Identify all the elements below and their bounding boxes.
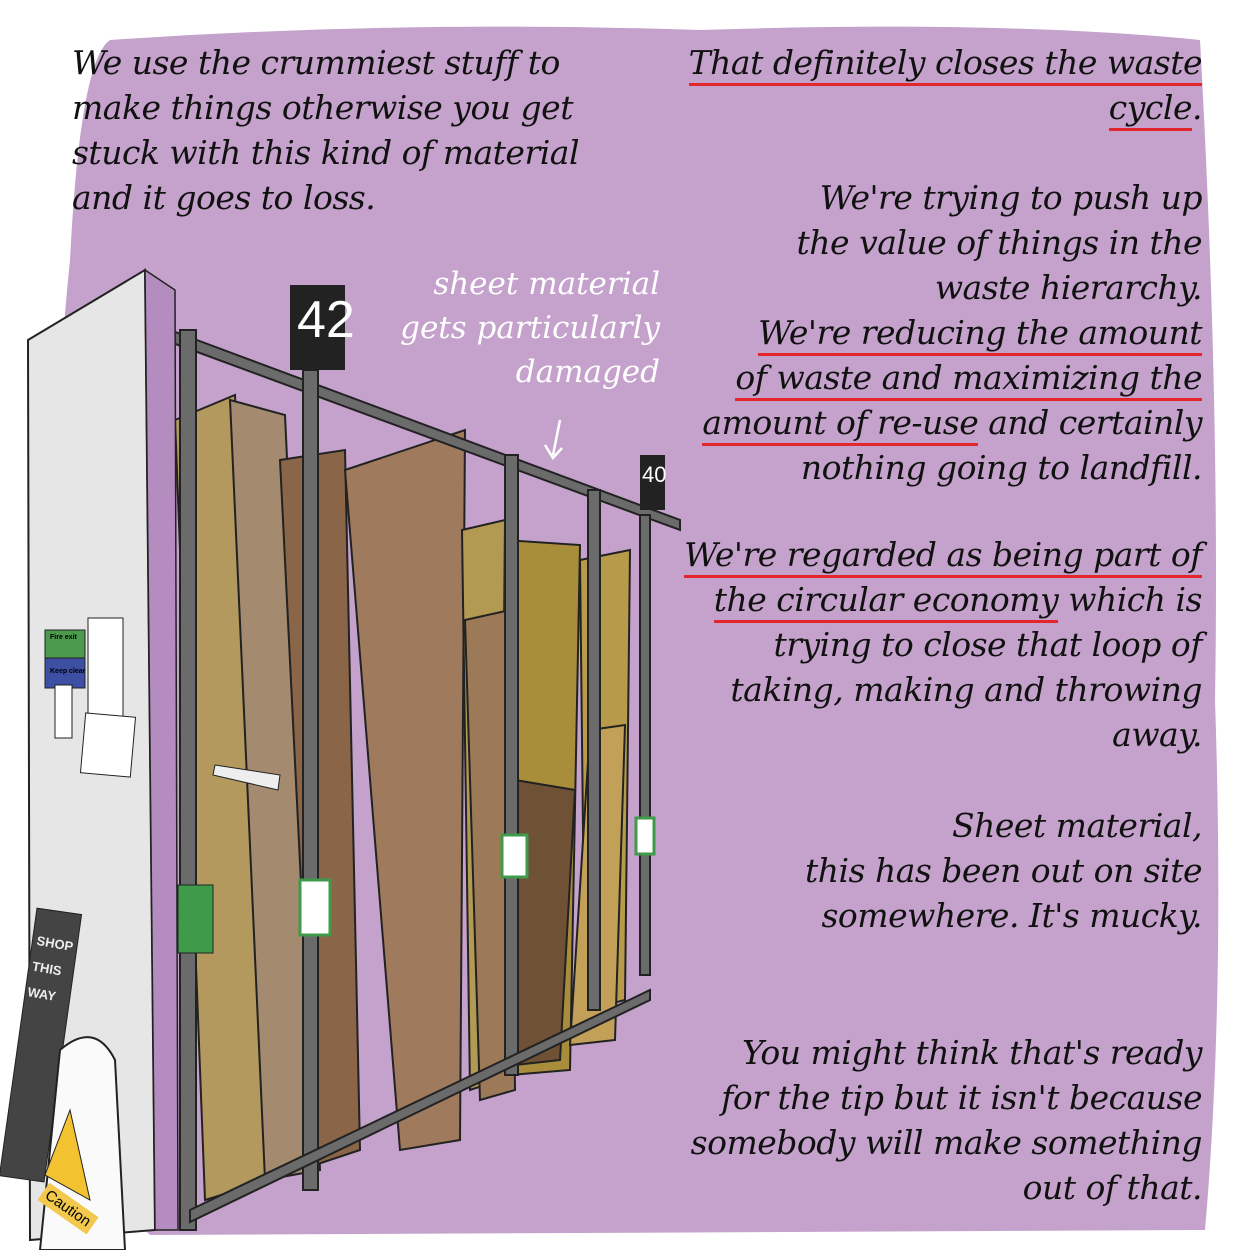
phrase: make things otherwise you get bbox=[72, 88, 573, 127]
underlined-phrase: amount of re-use bbox=[702, 403, 979, 446]
warning-triangle-icon bbox=[44, 1108, 91, 1201]
callout-annotation: sheet material gets particularly damaged bbox=[380, 262, 660, 394]
phrase: trying to close that loop of bbox=[773, 625, 1202, 664]
phrase: away. bbox=[1112, 715, 1202, 754]
text-line: stuck with this kind of material bbox=[72, 130, 580, 175]
text-line: We're trying to push up bbox=[702, 175, 1203, 220]
text-line: out of that. bbox=[691, 1165, 1203, 1210]
phrase: We use the crummiest stuff to bbox=[72, 43, 560, 82]
text-line: Sheet material, bbox=[805, 803, 1202, 848]
text-line: amount of re-use and certainly bbox=[702, 400, 1202, 446]
phrase: nothing going to landfill. bbox=[800, 448, 1203, 487]
phrase: Sheet material, bbox=[952, 806, 1202, 845]
left-quote: We use the crummiest stuff to make things… bbox=[72, 40, 580, 220]
right-quote-5: You might think that's ready for the tip … bbox=[690, 1030, 1203, 1210]
arrow-icon bbox=[543, 419, 563, 461]
rack-number-40: 40 bbox=[642, 462, 667, 487]
metal-rack bbox=[169, 328, 681, 1231]
underlined-phrase: We're reducing the amount bbox=[758, 313, 1202, 356]
phrase: the value of things in the bbox=[796, 223, 1203, 262]
text-line: nothing going to landfill. bbox=[702, 445, 1203, 490]
text-line: and it goes to loss. bbox=[72, 175, 579, 220]
callout-line: damaged bbox=[515, 354, 660, 390]
underlined-phrase: of waste and maximizing the bbox=[735, 358, 1202, 401]
text-line: You might think that's ready bbox=[691, 1030, 1203, 1075]
notice-paper bbox=[87, 617, 124, 719]
phrase: You might think that's ready bbox=[741, 1033, 1203, 1072]
text-line: That definitely closes the waste bbox=[688, 40, 1203, 86]
text-line: taking, making and throwing bbox=[684, 667, 1202, 712]
phrase: for the tip but it isn't because bbox=[721, 1078, 1202, 1117]
underlined-phrase: We're regarded as being part of bbox=[684, 535, 1202, 578]
fire-exit-text: Fire exit bbox=[50, 634, 77, 641]
keep-clear-sign bbox=[44, 657, 86, 689]
text-line: We use the crummiest stuff to bbox=[72, 40, 579, 85]
keep-clear-text: Keep clear bbox=[50, 668, 86, 675]
phrase: and certainly bbox=[978, 403, 1202, 442]
tag-label bbox=[634, 816, 656, 856]
right-quote-2: We're trying to push up the value of thin… bbox=[702, 175, 1203, 490]
callout-line: gets particularly bbox=[400, 310, 660, 346]
text-line: We're reducing the amount bbox=[702, 310, 1202, 356]
underlined-phrase: cycle bbox=[1108, 88, 1193, 131]
callout-line: sheet material bbox=[433, 266, 660, 302]
phrase: taking, making and throwing bbox=[730, 670, 1202, 709]
phrase: this has been out on site bbox=[804, 851, 1203, 890]
underlined-phrase: That definitely closes the waste bbox=[688, 43, 1203, 86]
right-quote-4: Sheet material, this has been out on site… bbox=[804, 803, 1203, 938]
phrase: somewhere. It's mucky. bbox=[821, 896, 1202, 935]
phrase: stuck with this kind of material bbox=[72, 133, 580, 172]
text-line: We're regarded as being part of bbox=[684, 532, 1202, 578]
underlined-phrase: the circular economy bbox=[713, 580, 1059, 623]
text-line: this has been out on site bbox=[804, 848, 1203, 893]
tag-label bbox=[298, 878, 332, 937]
rack-number-signs bbox=[290, 285, 665, 510]
phrase: waste hierarchy. bbox=[934, 268, 1203, 307]
tape-strip bbox=[212, 764, 281, 791]
tag-green bbox=[177, 884, 214, 954]
phrase: . bbox=[1192, 88, 1203, 127]
rack-number-42: 42 bbox=[297, 291, 355, 349]
tag-label bbox=[500, 833, 529, 879]
phrase: and it goes to loss. bbox=[72, 178, 376, 217]
text-line: of waste and maximizing the bbox=[702, 355, 1202, 401]
text-line: trying to close that loop of bbox=[684, 622, 1202, 667]
text-line: for the tip but it isn't because bbox=[691, 1075, 1202, 1120]
text-line: somebody will make something bbox=[690, 1120, 1203, 1165]
phrase: We're trying to push up bbox=[819, 178, 1203, 217]
phrase: which is bbox=[1058, 580, 1202, 619]
text-line: make things otherwise you get bbox=[72, 85, 579, 130]
text-line: the value of things in the bbox=[702, 220, 1203, 265]
text-line: cycle. bbox=[689, 85, 1203, 131]
text-line: waste hierarchy. bbox=[702, 265, 1203, 310]
phrase: out of that. bbox=[1022, 1168, 1203, 1207]
text-line: somewhere. It's mucky. bbox=[805, 893, 1202, 938]
text-line: away. bbox=[684, 712, 1202, 757]
phrase: somebody will make something bbox=[690, 1123, 1203, 1162]
text-line: the circular economy which is bbox=[684, 577, 1202, 623]
notice-paper bbox=[54, 684, 73, 739]
notice-paper bbox=[79, 712, 137, 778]
